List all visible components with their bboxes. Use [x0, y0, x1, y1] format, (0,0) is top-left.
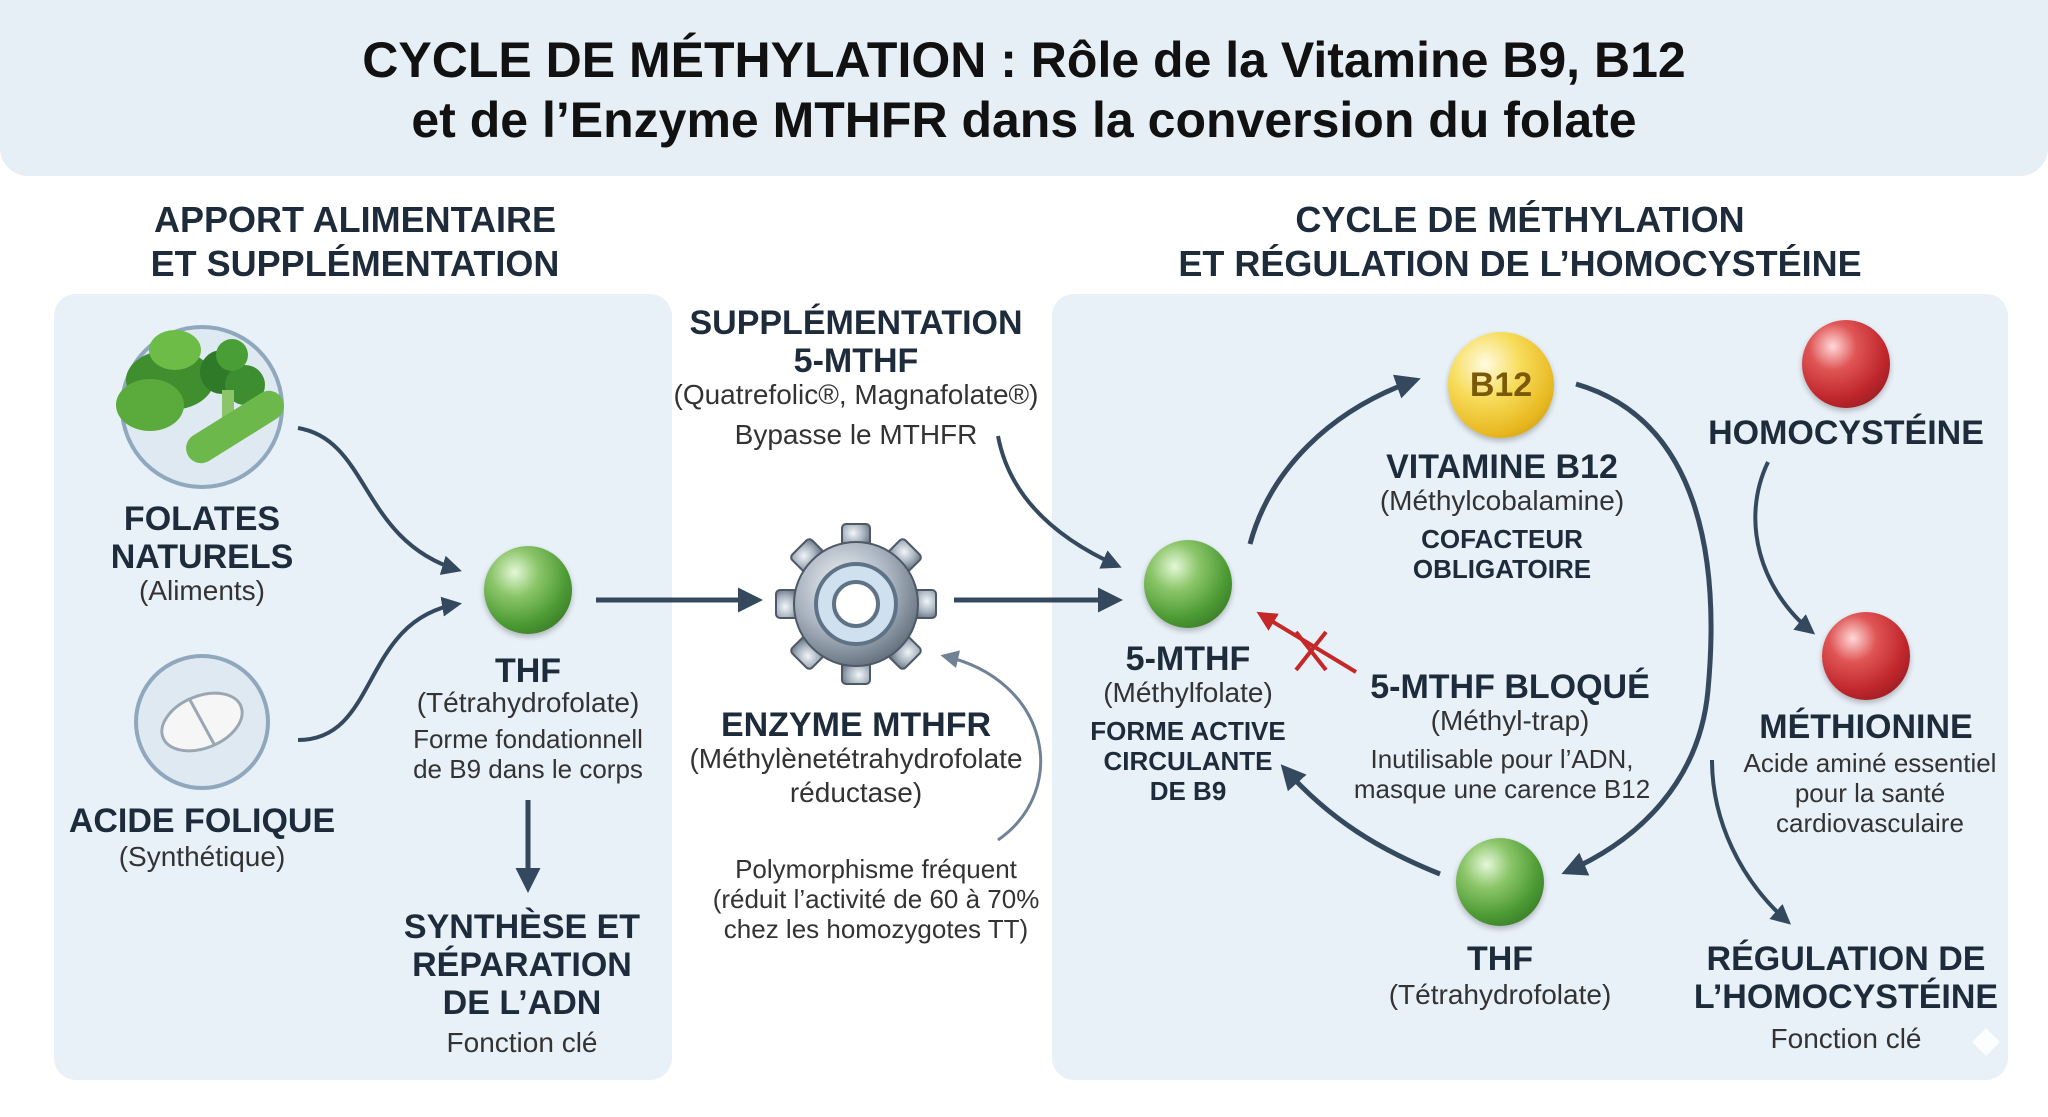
b12-sub: (Méthylcobalamine) [1379, 485, 1625, 516]
homocysteine-label: HOMOCYSTÉINE [1708, 414, 1984, 452]
page-title-line2: et de l’Enzyme MTHFR dans la conversion … [411, 92, 1637, 148]
thf-right-label: THF [1466, 940, 1534, 978]
title-banner [0, 0, 2048, 176]
bloque-desc: Inutilisable pour l’ADN, masque une care… [1353, 744, 1651, 804]
thf-left-sub: (Tétrahydrofolate) [416, 687, 640, 718]
gear-icon [775, 523, 937, 685]
b12-desc: COFACTEUR OBLIGATOIRE [1412, 524, 1592, 584]
acide-folique-label: ACIDE FOLIQUE [68, 802, 336, 840]
left-section-title: APPORT ALIMENTAIRE ET SUPPLÉMENTATION [150, 199, 560, 284]
thf-left-desc: Forme fondationnell de B9 dans le corps [413, 724, 643, 784]
thf-left-label: THF [494, 652, 562, 690]
right-section-title: CYCLE DE MÉTHYLATION ET RÉGULATION DE L’… [1178, 199, 1862, 284]
folates-label: FOLATES NATURELS [110, 500, 294, 576]
mthf-label: 5-MTHF [1125, 640, 1251, 678]
regulation-label: RÉGULATION DE L’HOMOCYSTÉINE [1693, 940, 1999, 1016]
supplementation-label: SUPPLÉMENTATION 5-MTHF [689, 304, 1023, 380]
b12-badge-label: B12 [1469, 365, 1533, 404]
methionine-sphere [1822, 612, 1910, 700]
b12-label: VITAMINE B12 [1386, 448, 1618, 486]
mthf-desc: FORME ACTIVE CIRCULANTE DE B9 [1090, 716, 1286, 806]
methionine-desc: Acide aminé essentiel pour la santé card… [1743, 748, 1997, 838]
acide-folique-sub: (Synthétique) [118, 841, 286, 872]
regulation-sub: Fonction clé [1770, 1023, 1922, 1054]
bloque-sub: (Méthyl-trap) [1430, 705, 1590, 736]
polymorphisme-note: Polymorphisme fréquent (réduit l’activit… [712, 854, 1040, 944]
mthf-sphere [1144, 540, 1232, 628]
folates-sub: (Aliments) [138, 575, 266, 606]
vegetables-icon [116, 325, 284, 489]
enzyme-sub: (Méthylènetétrahydrofolate réductase) [689, 743, 1023, 808]
synthese-sub: Fonction clé [446, 1027, 598, 1058]
b12-sphere: B12 [1448, 332, 1554, 438]
synthese-label: SYNTHÈSE ET RÉPARATION DE L’ADN [403, 908, 641, 1022]
methionine-label: MÉTHIONINE [1759, 708, 1973, 746]
homocysteine-sphere [1802, 320, 1890, 408]
bloque-label: 5-MTHF BLOQUÉ [1370, 668, 1650, 706]
thf-left-sphere [484, 546, 572, 634]
thf-right-sphere [1456, 838, 1544, 926]
pill-icon [134, 654, 270, 790]
thf-right-sub: (Tétrahydrofolate) [1388, 979, 1612, 1010]
page-title-line1: CYCLE DE MÉTHYLATION : Rôle de la Vitami… [362, 32, 1686, 88]
supplementation-note: Bypasse le MTHFR [734, 419, 978, 450]
enzyme-label: ENZYME MTHFR [720, 706, 992, 744]
supplementation-brands: (Quatrefolic®, Magnafolate®) [673, 379, 1039, 410]
mthf-sub: (Méthylfolate) [1103, 677, 1273, 708]
